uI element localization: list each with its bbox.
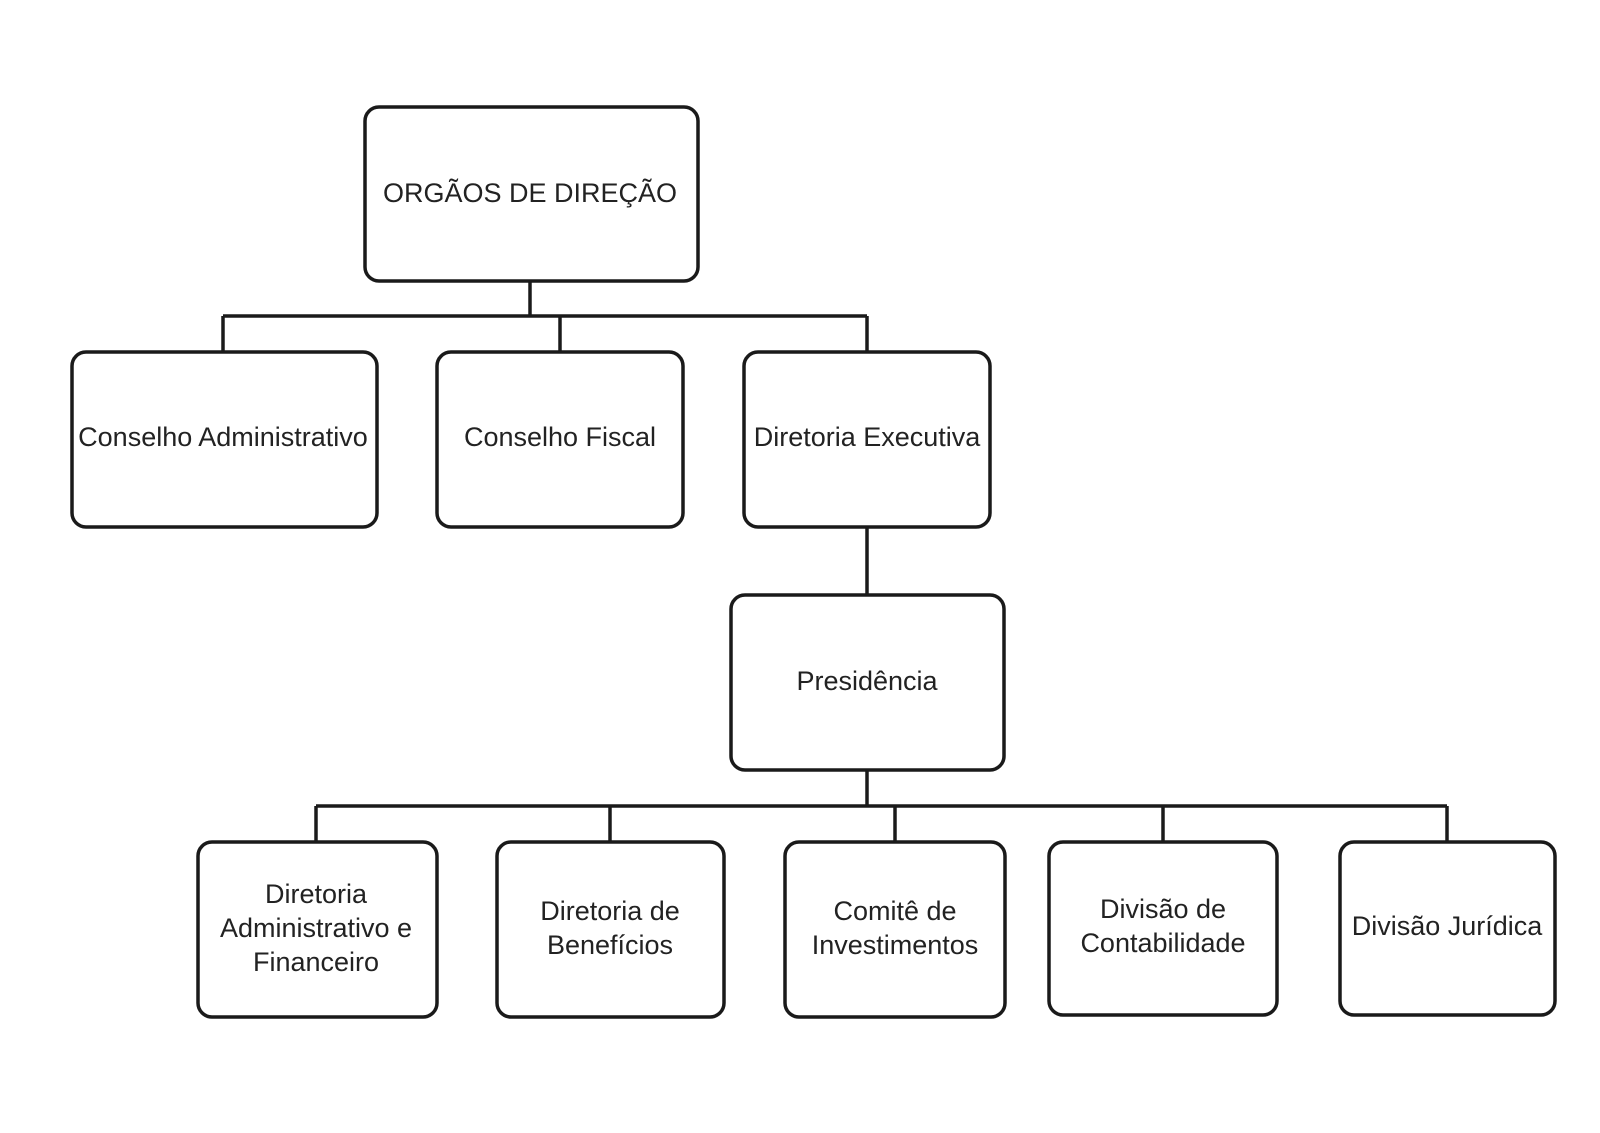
node-divisao-de-contabilidade: Divisão de Contabilidade — [1047, 840, 1279, 1017]
node-label-line-1: Divisão de — [1100, 894, 1226, 924]
node-box — [363, 105, 700, 283]
node-label: Divisão Jurídica — [1352, 911, 1544, 941]
node-conselho-administrativo: Conselho Administrativo — [70, 350, 379, 529]
node-box — [1047, 840, 1279, 1017]
node-diretoria-executiva: Diretoria Executiva — [742, 350, 992, 529]
node-label-line-1: Diretoria — [265, 879, 368, 909]
node-box — [729, 593, 1006, 772]
node-box — [783, 840, 1007, 1019]
node-label: Conselho Fiscal — [464, 422, 656, 452]
node-comite-de-investimentos: Comitê de Investimentos — [783, 840, 1007, 1019]
node-label-line-2: Benefícios — [547, 930, 673, 960]
node-orgaos-de-direcao: ORGÃOS DE DIREÇÃO — [363, 105, 700, 283]
node-presidencia: Presidência — [729, 593, 1006, 772]
connectors-presidencia — [314, 770, 1449, 842]
node-label-line-2: Contabilidade — [1080, 928, 1245, 958]
node-conselho-fiscal: Conselho Fiscal — [435, 350, 685, 529]
node-label: ORGÃOS DE DIREÇÃO — [383, 177, 677, 208]
node-label-line-2: Investimentos — [812, 930, 979, 960]
node-label: Presidência — [796, 666, 938, 696]
node-diretoria-administrativo-financeiro: Diretoria Administrativo e Financeiro — [196, 840, 439, 1019]
node-label-line-1: Comitê de — [833, 896, 956, 926]
connectors-root — [221, 281, 869, 352]
node-box — [70, 350, 379, 529]
node-label: Conselho Administrativo — [78, 422, 368, 452]
node-box — [1338, 840, 1557, 1017]
node-box — [196, 840, 439, 1019]
node-label: Diretoria Executiva — [754, 422, 982, 452]
node-label-line-2: Administrativo e — [220, 913, 412, 943]
node-label-line-3: Financeiro — [253, 947, 379, 977]
node-divisao-juridica: Divisão Jurídica — [1338, 840, 1557, 1017]
node-box — [742, 350, 992, 529]
node-label-line-1: Diretoria de — [540, 896, 680, 926]
node-diretoria-de-beneficios: Diretoria de Benefícios — [495, 840, 726, 1019]
node-box — [435, 350, 685, 529]
node-box — [495, 840, 726, 1019]
